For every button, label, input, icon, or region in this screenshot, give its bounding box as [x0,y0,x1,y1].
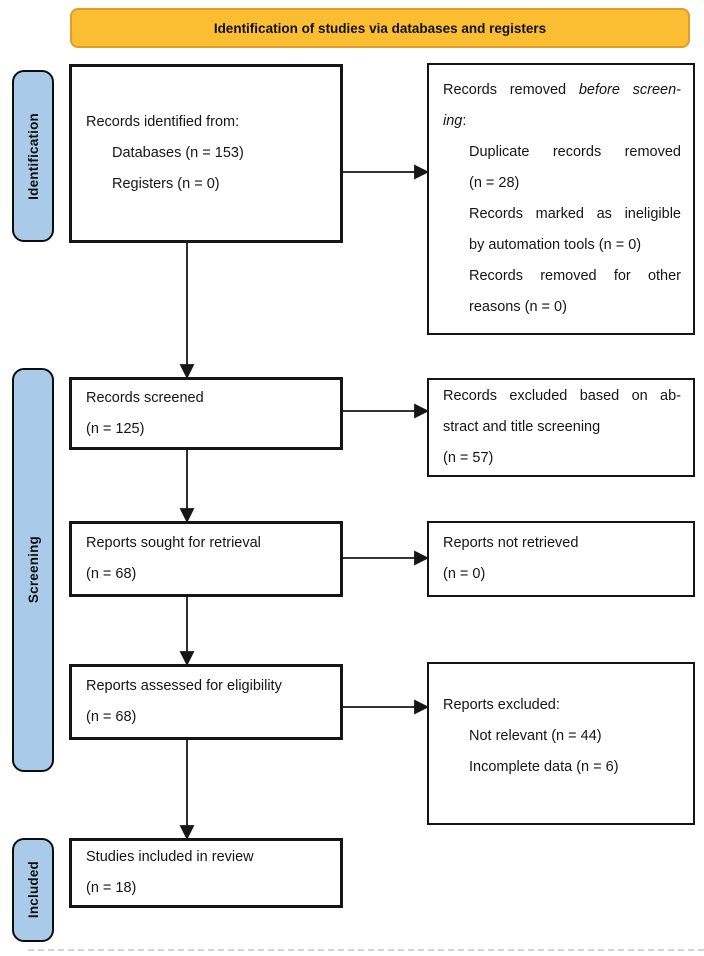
box-text-line: Records excluded based on ab- [443,388,681,404]
box-text-segment: Records removed [443,82,579,98]
stage-bar-included: Included [12,838,54,942]
box-text-line: (n = 125) [86,420,145,437]
box-text-line: stract and title screening [443,419,601,435]
box-records-screened: Records screened (n = 125) [69,377,343,450]
box-text-segment: : [462,113,467,129]
stage-label-identification: Identification [25,112,41,200]
arrowhead-icon [179,364,195,380]
arrowhead-icon [414,550,430,566]
box-text-line: Records identified from: [86,114,240,130]
box-reports-excluded: Reports excluded: Not relevant (n = 44) … [427,662,695,825]
stage-bar-screening: Screening [12,368,54,772]
box-text-line: by automation tools (n = 0) [469,237,642,253]
box-text-line: Incomplete data (n = 6) [469,759,619,775]
arrowhead-icon [179,508,195,524]
box-text-line: Records removed before screen- [443,75,681,106]
arrowhead-icon [414,403,430,419]
stage-label-screening: Screening [25,536,41,604]
box-text-line: Registers (n = 0) [112,176,220,192]
box-text-line: ing: [443,106,681,137]
box-records-identified: Records identified from: Databases (n = … [69,64,343,243]
box-text-line: (n = 68) [86,709,137,725]
box-text-segment-italic: before screen- [578,82,681,98]
box-text-line: (n = 28) [469,175,520,191]
box-studies-included: Studies included in review (n = 18) [69,838,343,908]
arrowhead-icon [179,651,195,667]
box-text-line: Studies included in review [86,849,254,865]
box-text-segment-italic: ing [443,113,463,129]
box-text-line: Not relevant (n = 44) [469,728,602,744]
box-text-line: Databases (n = 153) [112,145,244,161]
box-text-line: (n = 18) [86,880,137,896]
box-text-line: Records screened [86,389,204,406]
stage-label-included: Included [25,861,41,919]
arrowhead-icon [179,825,195,841]
box-text-line: Reports not retrieved [443,535,579,551]
box-text-line: reasons (n = 0) [469,299,567,315]
stage-bar-identification: Identification [12,70,54,242]
scan-artifact-line [28,949,704,951]
box-reports-not-retrieved: Reports not retrieved (n = 0) [427,521,695,597]
box-text-line: Records marked as ineligible [469,206,681,222]
box-text-line: Records removed for other [469,268,681,284]
arrowhead-icon [414,164,430,180]
box-reports-sought: Reports sought for retrieval (n = 68) [69,521,343,597]
box-text-line: Reports assessed for eligibility [86,678,282,694]
box-reports-assessed: Reports assessed for eligibility (n = 68… [69,664,343,740]
box-records-excluded-abstract: Records excluded based on ab- stract and… [427,378,695,477]
box-text-line: (n = 68) [86,566,137,582]
box-text-line: Reports excluded: [443,697,560,713]
banner-title: Identification of studies via databases … [213,20,547,36]
box-text-line: Reports sought for retrieval [86,535,261,551]
box-text-line: (n = 57) [443,450,494,466]
box-text-line: Duplicate records removed [469,144,681,160]
banner-identification-via-databases: Identification of studies via databases … [70,8,690,48]
box-text-line: (n = 0) [443,566,486,582]
box-records-removed-before-screening: Records removed before screen- ing: Dupl… [427,63,695,335]
arrowhead-icon [414,699,430,715]
